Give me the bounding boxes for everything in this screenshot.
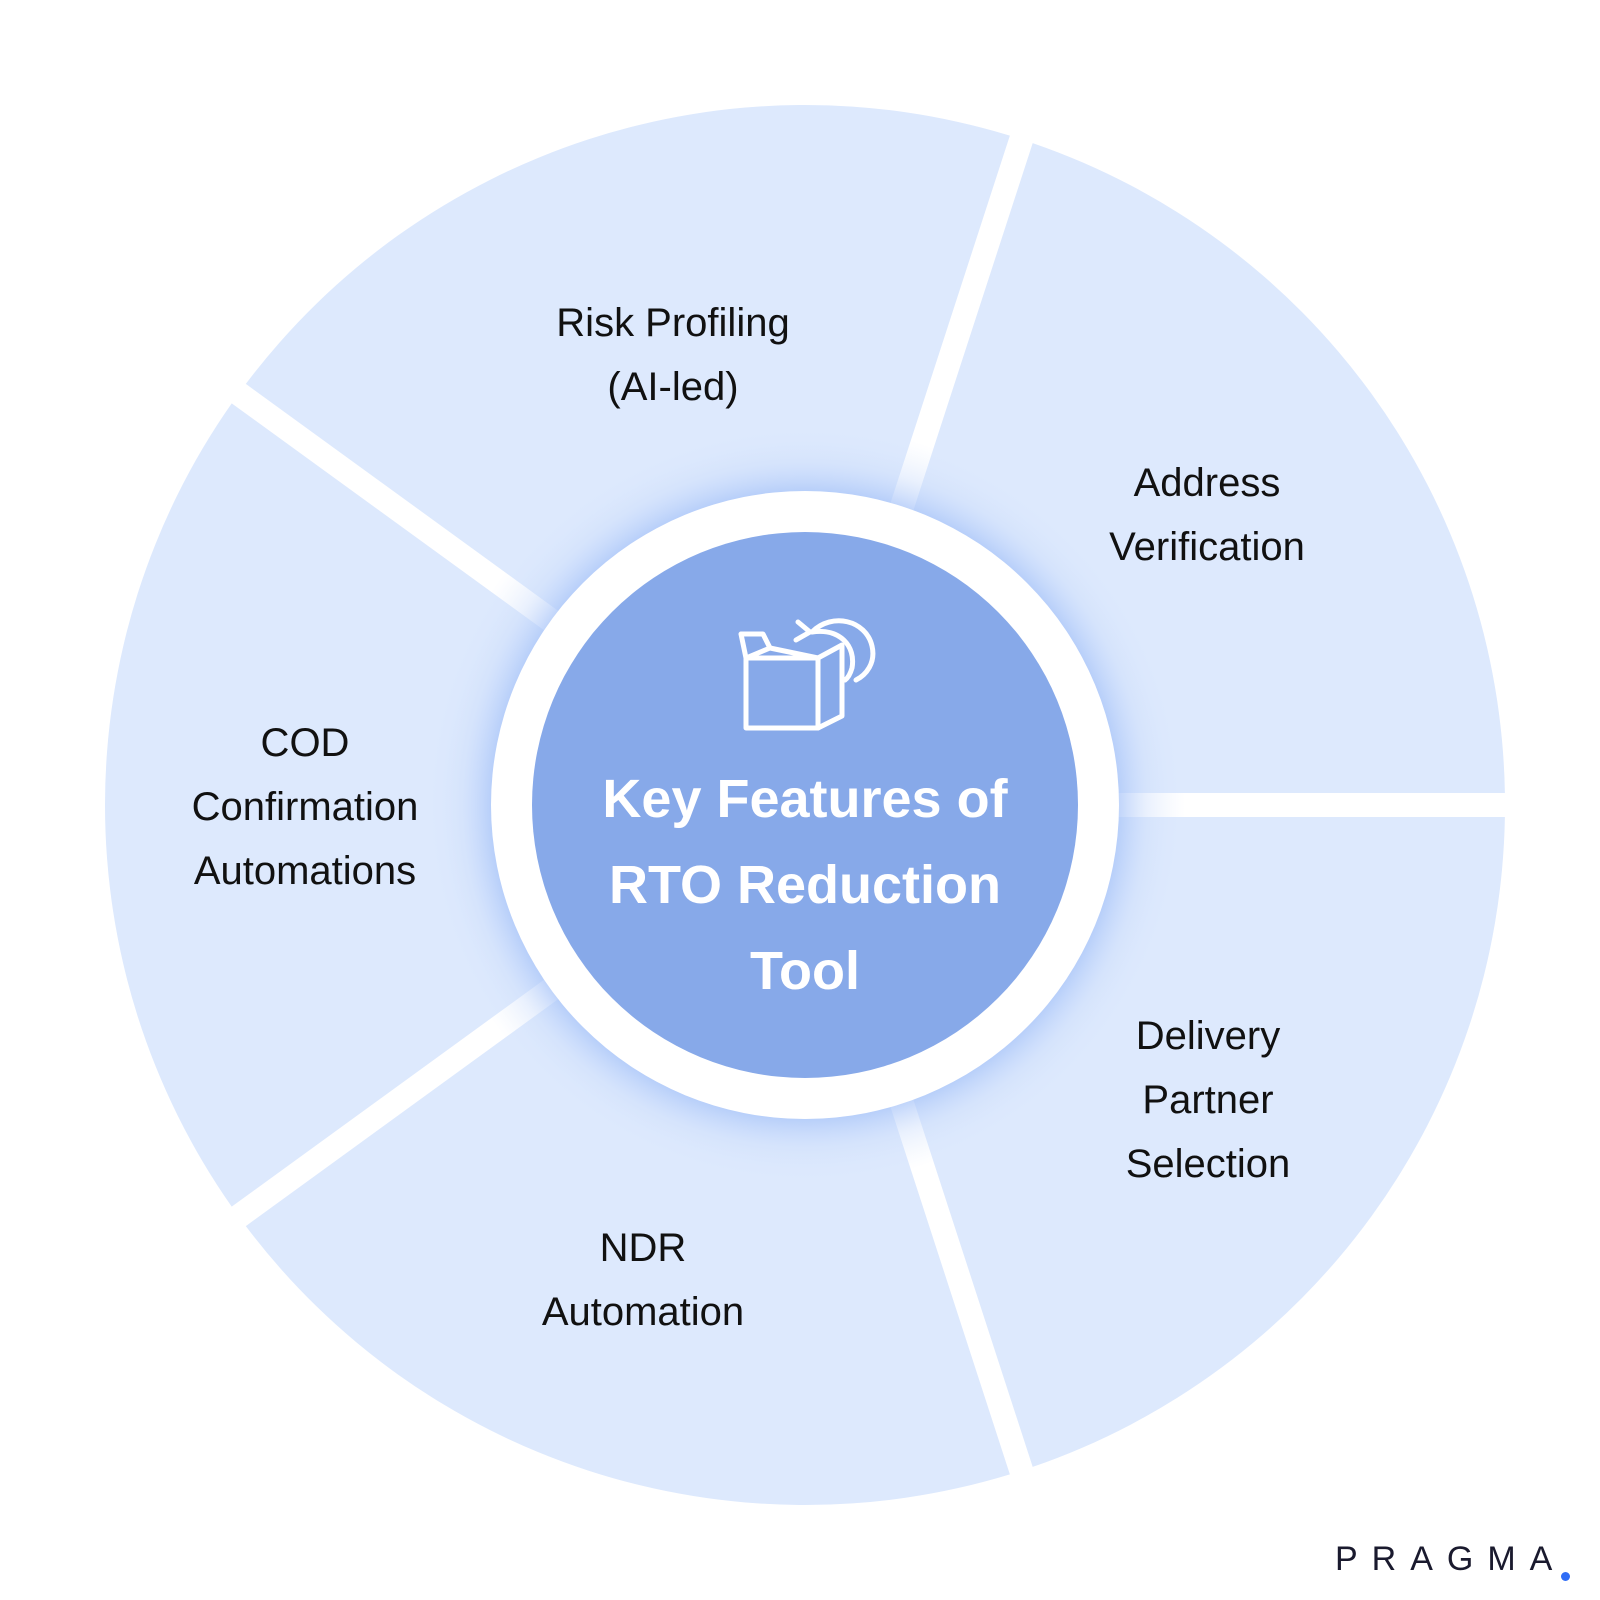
segment-label-delivery-partner-selection: Delivery Partner Selection	[1126, 1004, 1291, 1196]
segment-line: Selection	[1125, 1142, 1291, 1186]
brand-logo: PRAGMA	[1335, 1540, 1567, 1578]
segment-label-ndr-automation: NDR Automation	[542, 1216, 744, 1344]
segment-label-cod-confirmation: COD Confirmation Automations	[192, 711, 419, 903]
center-title-line: Tool	[750, 941, 860, 1001]
segment-line: Confirmation	[191, 785, 419, 829]
segment-label-address-verification: Address Verification	[1109, 451, 1305, 579]
segment-line: Delivery	[1135, 1014, 1281, 1058]
segment-line: NDR	[599, 1226, 687, 1270]
center-disk	[532, 532, 1078, 1078]
segment-line: Partner	[1142, 1078, 1274, 1122]
center-title-line: RTO Reduction	[608, 855, 1002, 915]
center-title-line: Key Features of	[602, 769, 1008, 829]
segment-line: Risk Profiling	[556, 301, 790, 345]
segment-label-risk-profiling: Risk Profiling (AI-led)	[556, 291, 789, 419]
brand-logo-dot	[1561, 1572, 1570, 1581]
segment-cod-confirmation	[105, 403, 556, 1207]
segment-line: COD	[260, 721, 350, 765]
segment-line: (AI-led)	[607, 365, 739, 409]
box-return-icon	[738, 618, 876, 731]
segments-group	[105, 104, 1505, 1505]
center-title: Key Features of RTO Reduction Tool	[602, 756, 1007, 1014]
segment-line: Automation	[541, 1290, 745, 1334]
segment-line: Address	[1133, 461, 1281, 505]
segment-line: Automations	[193, 849, 417, 893]
segment-line: Verification	[1109, 525, 1305, 569]
